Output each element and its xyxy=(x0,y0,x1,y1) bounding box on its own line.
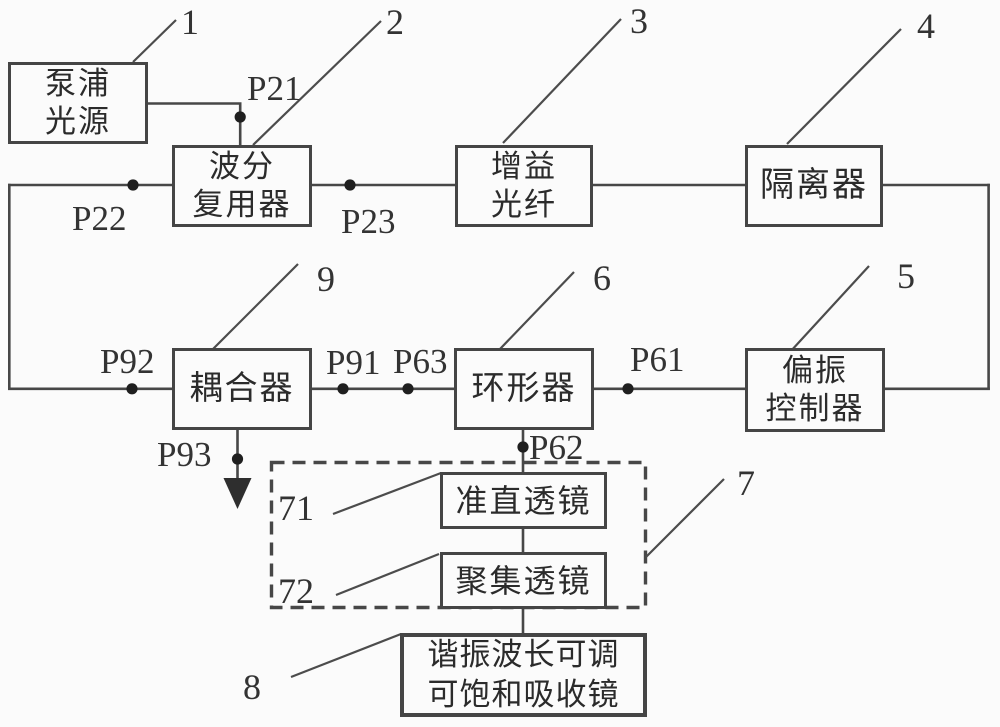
ref-number-focusing-lens: 72 xyxy=(278,571,314,611)
block-collimating-lens: 准直透镜 xyxy=(440,472,607,529)
ref-number-polarization-controller: 5 xyxy=(897,256,915,296)
leader-ref-72 xyxy=(335,552,440,597)
ref-number-lens-assembly: 7 xyxy=(737,463,755,503)
port-label-p93: P93 xyxy=(157,435,212,474)
leader-lines xyxy=(132,18,902,679)
dot-p93 xyxy=(231,453,244,465)
port-label-p22: P22 xyxy=(72,199,127,238)
block-pump-source: 泵浦 光源 xyxy=(8,62,148,144)
leader-ref-71 xyxy=(332,471,442,516)
block-saturable-absorber-mirror: 谐振波长可调 可饱和吸收镜 xyxy=(400,633,647,717)
ref-number-circulator: 6 xyxy=(593,258,611,298)
block-gain-fiber-label-line1: 增益 xyxy=(491,149,557,184)
leader-ref-2 xyxy=(252,20,382,146)
block-circulator: 环形器 xyxy=(454,348,594,430)
block-gain-fiber: 增益 光纤 xyxy=(455,145,593,227)
port-label-p21: P21 xyxy=(247,69,302,108)
dot-p92 xyxy=(126,383,138,395)
dot-p22 xyxy=(127,179,139,191)
port-label-p63: P63 xyxy=(393,342,448,381)
block-wdm-label-line1: 波分 xyxy=(209,149,275,184)
ref-number-coupler: 9 xyxy=(317,259,335,299)
leader-ref-6 xyxy=(499,271,575,350)
dot-p61 xyxy=(622,383,634,395)
ref-number-collimating-lens: 71 xyxy=(278,488,314,528)
leader-ref-5 xyxy=(789,265,870,353)
leader-ref-1 xyxy=(132,19,177,63)
dot-p63 xyxy=(402,383,414,395)
ref-number-gain-fiber: 3 xyxy=(630,1,648,41)
dot-p21 xyxy=(234,111,246,123)
port-label-p91: P91 xyxy=(326,343,381,382)
block-focusing-lens: 聚集透镜 xyxy=(440,552,607,609)
block-saturable-absorber-mirror-label-line1: 谐振波长可调 xyxy=(427,637,620,672)
leader-ref-3 xyxy=(502,18,622,144)
block-gain-fiber-label-line2: 光纤 xyxy=(491,187,557,222)
block-coupler-label: 耦合器 xyxy=(189,371,295,407)
port-label-p61: P61 xyxy=(630,340,685,379)
block-wdm: 波分 复用器 xyxy=(172,145,312,227)
leader-ref-7 xyxy=(645,478,725,558)
output-arrowhead xyxy=(223,478,252,509)
block-polarization-controller: 偏振 控制器 xyxy=(745,348,885,432)
port-label-p92: P92 xyxy=(100,342,155,381)
dot-p91 xyxy=(337,383,349,395)
port-dots xyxy=(126,111,634,465)
ref-number-wdm: 2 xyxy=(386,2,404,42)
block-pump-source-label-line1: 泵浦 xyxy=(45,66,111,101)
ref-number-pump: 1 xyxy=(181,2,199,42)
ref-number-saturable-absorber-mirror: 8 xyxy=(243,667,261,707)
port-label-p23: P23 xyxy=(341,202,396,241)
block-pump-source-label-line2: 光源 xyxy=(45,104,111,139)
block-saturable-absorber-mirror-label-line2: 可饱和吸收镜 xyxy=(427,677,620,712)
block-polarization-controller-label-line1: 偏振 xyxy=(782,353,848,388)
block-isolator-label: 隔离器 xyxy=(760,167,868,204)
dot-p23 xyxy=(344,179,356,191)
block-focusing-lens-label: 聚集透镜 xyxy=(455,562,592,599)
block-circulator-label: 环形器 xyxy=(471,371,577,407)
dot-p62 xyxy=(517,441,529,453)
block-isolator: 隔离器 xyxy=(745,145,883,227)
block-collimating-lens-label: 准直透镜 xyxy=(455,482,592,519)
block-coupler: 耦合器 xyxy=(172,348,312,430)
leader-ref-9 xyxy=(212,263,299,350)
block-polarization-controller-label-line2: 控制器 xyxy=(765,391,865,426)
port-label-p62: P62 xyxy=(529,428,584,467)
ref-number-isolator: 4 xyxy=(917,6,935,46)
leader-ref-4 xyxy=(786,28,902,145)
leader-ref-8 xyxy=(290,632,402,679)
block-wdm-label-line2: 复用器 xyxy=(192,187,292,222)
